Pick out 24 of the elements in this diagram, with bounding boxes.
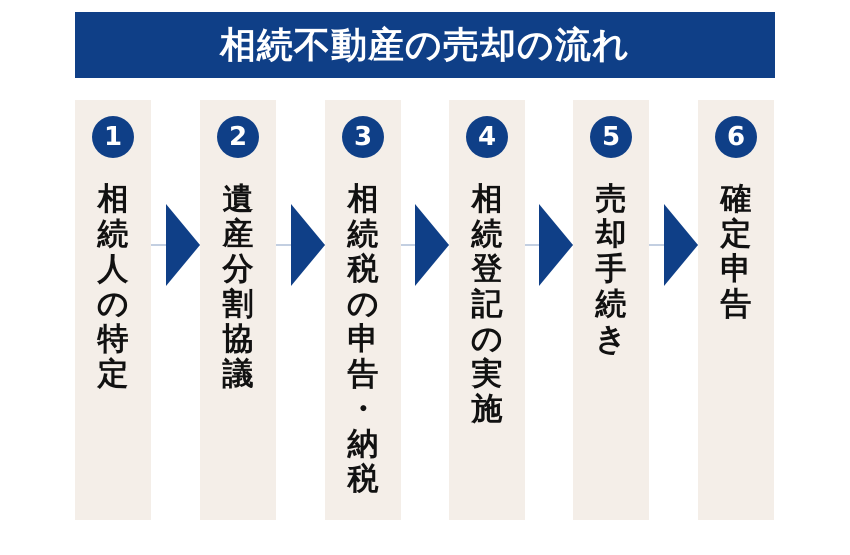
step-label: 遺産分割協議 bbox=[221, 182, 254, 392]
step-number-badge: 1 bbox=[92, 116, 134, 158]
chevron-arrow bbox=[150, 204, 200, 286]
step-number-badge: 4 bbox=[466, 116, 508, 158]
step-number-badge: 5 bbox=[590, 116, 632, 158]
step-number-badge: 2 bbox=[217, 116, 259, 158]
step-column bbox=[573, 100, 649, 520]
step-column bbox=[75, 100, 151, 520]
step-label: 確定申告 bbox=[719, 182, 752, 322]
chevron-arrow bbox=[400, 204, 450, 286]
chevron-arrow bbox=[648, 204, 698, 286]
title-banner: 相続不動産の売却の流れ bbox=[75, 12, 775, 78]
step-label: 相続税の申告・納税 bbox=[346, 182, 380, 497]
step-label: 相続人の特定 bbox=[96, 182, 130, 392]
step-label: 相続登記の実施 bbox=[470, 182, 504, 427]
chevron-arrow bbox=[524, 204, 574, 286]
step-column bbox=[200, 100, 276, 520]
step-number-badge: 3 bbox=[342, 116, 384, 158]
step-column bbox=[698, 100, 774, 520]
step-number-badge: 6 bbox=[715, 116, 757, 158]
step-column bbox=[449, 100, 525, 520]
step-column bbox=[325, 100, 401, 520]
chevron-arrow bbox=[276, 204, 326, 286]
step-label: 売却手続き bbox=[594, 182, 628, 357]
